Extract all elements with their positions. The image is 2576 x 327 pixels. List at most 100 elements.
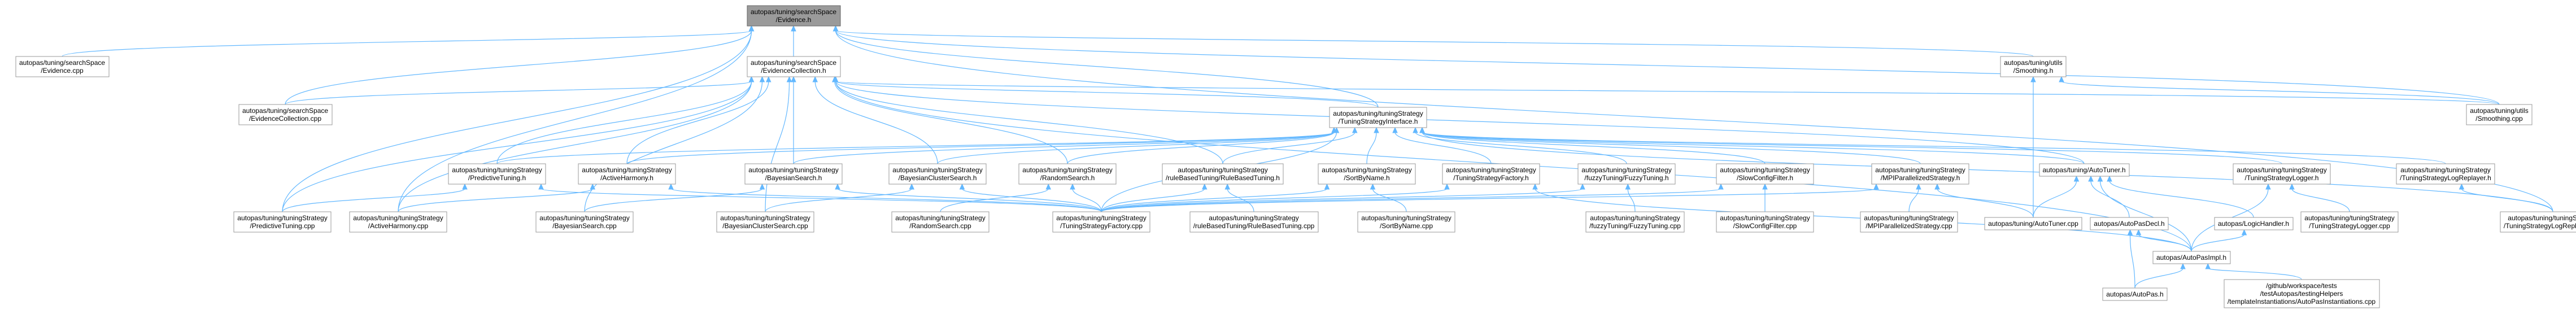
edge-arrowhead [832,25,839,32]
node-tslogger-cpp[interactable]: autopas/tuning/tuningStrategy/TuningStra… [2300,211,2399,233]
edge-arrowhead [2205,263,2211,269]
edge-arrowhead [1873,183,1879,190]
edge-arrowhead [959,183,965,190]
edge-line [1101,188,1205,212]
edge-active_h-to-factory_cpp [668,183,1102,212]
node-smoothing-h[interactable]: autopas/tuning/utils/Smoothing.h [2000,56,2067,77]
node-tslogrep-h[interactable]: autopas/tuning/tuningStrategy/TuningStra… [2396,163,2495,185]
node-label: /MPIParallelizedStrategy.h [1881,174,1960,182]
edge-line [1072,188,1102,212]
node-tslogrep-cpp[interactable]: autopas/tuning/tuningStrategy/TuningStra… [2500,211,2576,233]
nodes-layer: autopas/tuning/searchSpace/Evidence.haut… [15,5,2576,308]
node-autopas-h[interactable]: autopas/AutoPas.h [2102,287,2168,301]
node-label: /EvidenceCollection.cpp [249,115,321,123]
node-bayes-h[interactable]: autopas/tuning/tuningStrategy/BayesianSe… [744,163,843,185]
edge-line [2129,234,2135,289]
node-mpipar-h[interactable]: autopas/tuning/tuningStrategy/MPIParalle… [1871,163,1969,185]
node-bayes-cpp[interactable]: autopas/tuning/tuningStrategy/BayesianSe… [535,211,634,233]
edge-line [670,188,1102,212]
edge-evidence_h-to-evcoll_h [791,25,796,56]
node-evidence-cpp[interactable]: autopas/tuning/searchSpace/Evidence.cpp [15,56,110,77]
edge-fuzzy_h-to-fuzzy_cpp [1625,183,1636,212]
node-evcoll-cpp[interactable]: autopas/tuning/searchSpace/EvidenceColle… [238,104,333,125]
edges-layer [62,25,2553,289]
edge-line [282,188,465,212]
node-label: autopas/tuning/tuningStrategy [1864,214,1954,222]
node-label: autopas/tuning/tuningStrategy [237,214,327,222]
edge-arrowhead [1718,183,1724,190]
edge-line [765,81,790,212]
edge-line [937,132,1335,164]
node-inst-cpp[interactable]: /github/workspace/tests/testAutopas/test… [2224,279,2380,308]
node-autopasdecl-h[interactable]: autopas/AutoPasDecl.h [2090,217,2169,230]
node-box [1984,217,2082,230]
node-box [578,163,676,185]
node-fuzzy-h[interactable]: autopas/tuning/tuningStrategy/fuzzyTunin… [1577,163,1676,185]
node-box [1052,211,1150,233]
node-box [1442,163,1540,185]
node-factory-cpp[interactable]: autopas/tuning/tuningStrategy/TuningStra… [1052,211,1150,233]
edge-bayescl_h-to-factory_cpp [959,183,1102,212]
node-autotuner-cpp[interactable]: autopas/tuning/AutoTuner.cpp [1984,217,2082,230]
edge-line [835,30,2500,105]
edge-arrowhead [2073,175,2080,182]
node-active-h[interactable]: autopas/tuning/tuningStrategy/ActiveHarm… [578,163,676,185]
edge-arrowhead [1419,127,1425,133]
node-label: autopas/tuning/tuningStrategy [2400,166,2490,174]
node-autopasimpl-h[interactable]: autopas/AutoPasImpl.h [2152,251,2231,264]
node-label: /BayesianClusterSearch.cpp [722,222,808,230]
node-rulebased-h[interactable]: autopas/tuning/tuningStrategy/ruleBasedT… [1162,163,1284,185]
node-mpipar-cpp[interactable]: autopas/tuning/tuningStrategy/MPIParalle… [1860,211,1958,233]
node-factory-h[interactable]: autopas/tuning/tuningStrategy/TuningStra… [1442,163,1540,185]
edge-line [398,81,752,212]
edge-line [961,188,1102,212]
edge-arrowhead [2135,229,2142,236]
node-bayescl-h[interactable]: autopas/tuning/tuningStrategy/BayesianCl… [888,163,987,185]
node-label: /SortByName.h [1344,174,1389,182]
node-box [888,163,987,185]
node-label: autopas/tuning/searchSpace [751,8,836,16]
edge-rulebased_h-to-factory_cpp [1101,183,1208,212]
node-smoothing-cpp[interactable]: autopas/tuning/utils/Smoothing.cpp [2466,104,2533,125]
node-rulebased-cpp[interactable]: autopas/tuning/tuningStrategy/ruleBasedT… [1189,211,1319,233]
node-tsi-h[interactable]: autopas/tuning/tuningStrategy/TuningStra… [1329,107,1427,128]
node-label: /SlowConfigFilter.cpp [1733,222,1797,230]
node-label: /PredictiveTuning.cpp [250,222,315,230]
edge-predictive_h-to-predictive_cpp [282,183,468,212]
node-label: autopas/tuning/tuningStrategy [1720,166,1810,174]
node-random-h[interactable]: autopas/tuning/tuningStrategy/RandomSear… [1018,163,1117,185]
edge-tsi_h-to-sortbyname_h [1366,127,1379,164]
node-evcoll-h[interactable]: autopas/tuning/searchSpace/EvidenceColle… [747,56,841,77]
node-logichandler-h[interactable]: autopas/LogicHandler.h [2214,217,2294,230]
node-box [1585,211,1685,233]
node-predictive-h[interactable]: autopas/tuning/tuningStrategy/Predictive… [448,163,546,185]
node-box [2466,104,2533,125]
edge-line [1101,188,1721,212]
edge-arrowhead [462,183,468,190]
node-autotuner-h[interactable]: autopas/tuning/AutoTuner.h [2039,163,2130,177]
node-sortbyname-h[interactable]: autopas/tuning/tuningStrategy/SortByName… [1318,163,1416,185]
node-tslogger-h[interactable]: autopas/tuning/tuningStrategy/TuningStra… [2233,163,2331,185]
node-predictive-cpp[interactable]: autopas/tuning/tuningStrategy/Predictive… [233,211,332,233]
node-sortbyname-cpp[interactable]: autopas/tuning/tuningStrategy/SortByName… [1357,211,1455,233]
edge-autotuner_h-to-autopasimpl_h [2097,175,2192,252]
edge-arrowhead [2107,175,2112,182]
node-bayescl-cpp[interactable]: autopas/tuning/tuningStrategy/BayesianCl… [716,211,814,233]
edge-smoothing_h-to-autotuner_cpp [2030,76,2036,218]
node-random-cpp[interactable]: autopas/tuning/tuningStrategy/RandomSear… [891,211,990,233]
node-box [2500,211,2576,233]
node-slowcfg-h[interactable]: autopas/tuning/tuningStrategy/SlowConfig… [1716,163,1814,185]
node-label: autopas/LogicHandler.h [2218,220,2289,228]
edge-evcoll_h-to-tsi_h [832,76,1379,108]
node-label: autopas/tuning/tuningStrategy [2304,214,2394,222]
edge-line [1422,132,2446,164]
edge-line [1627,188,1636,212]
node-label: autopas/tuning/tuningStrategy [452,166,542,174]
node-slowcfg-cpp[interactable]: autopas/tuning/tuningStrategy/SlowConfig… [1716,211,1814,233]
edge-line [837,188,1102,212]
edge-line [584,81,763,212]
node-fuzzy-cpp[interactable]: autopas/tuning/tuningStrategy/fuzzyTunin… [1585,211,1685,233]
node-active-cpp[interactable]: autopas/tuning/tuningStrategy/ActiveHarm… [349,211,447,233]
edge-bayescl_h-to-bayescl_cpp [765,183,915,212]
node-label: autopas/tuning/tuningStrategy [1178,166,1267,174]
